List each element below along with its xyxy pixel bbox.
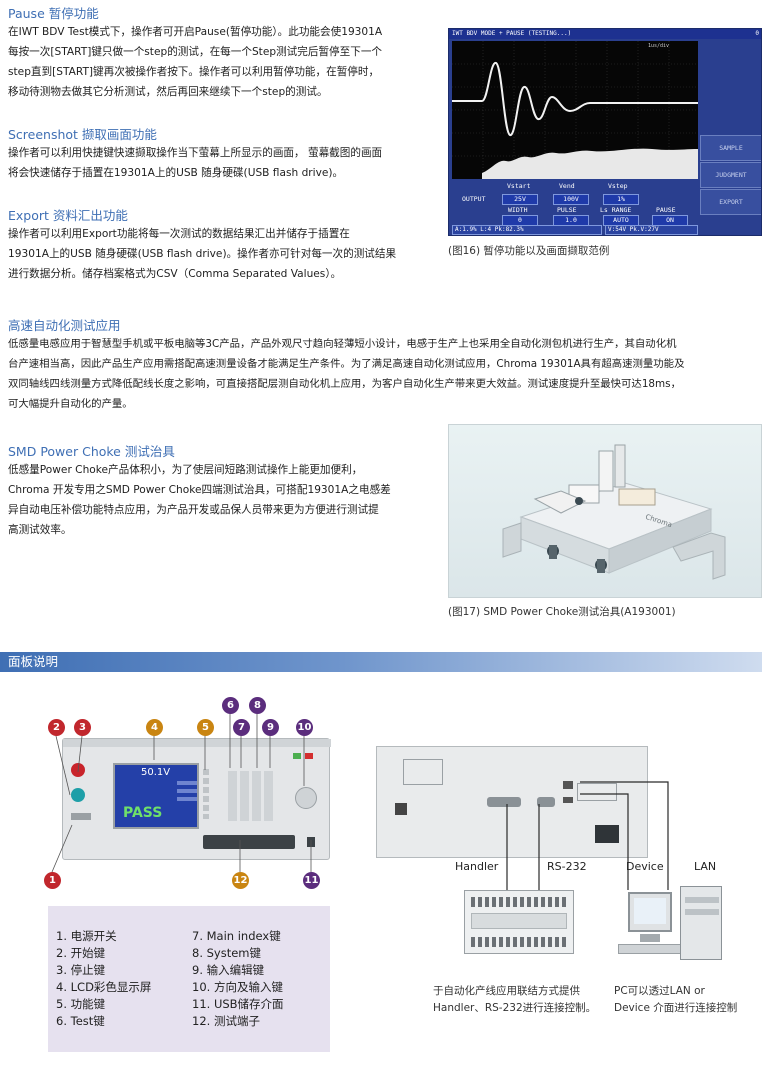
lan-port[interactable] [563, 781, 573, 789]
device-label: Device [626, 860, 664, 873]
lcd-display: 50.1V PASS [113, 763, 199, 829]
vstart-value[interactable]: 25V [502, 194, 538, 205]
start-button[interactable] [71, 788, 85, 802]
caption-right: PC可以透过LAN or Device 介面进行连接控制 [614, 985, 738, 1014]
automation-text: 低感量电感应用于智慧型手机或平板电脑等3C产品，产品外观尺寸趋向轻薄短小设计，电… [8, 338, 685, 410]
function-keys[interactable] [203, 769, 209, 819]
sample-button[interactable]: SAMPLE [700, 135, 761, 161]
leader-lines [51, 714, 312, 873]
status-left: A:1.9% L:4 Pk:82.3% [452, 225, 602, 235]
export-button[interactable]: EXPORT [700, 189, 761, 215]
marker-9: 9 [262, 719, 279, 736]
pc-monitor-image [628, 892, 672, 932]
pc-tower-image [680, 886, 722, 960]
front-panel-image: 50.1V PASS [62, 738, 331, 860]
rs232-port[interactable] [537, 797, 555, 807]
figure16-caption: (图16) 暂停功能以及画面撷取范例 [448, 245, 610, 257]
param-panel: Vstart Vend Vstep OUTPUT 25V 100V 1% WID… [452, 180, 698, 226]
vstep-value[interactable]: 1% [603, 194, 639, 205]
smd-fixture-image: Chroma [448, 424, 762, 598]
vend-value[interactable]: 100V [553, 194, 589, 205]
marker-1: 1 [44, 872, 61, 889]
marker-10: 10 [296, 719, 313, 736]
screenshot-title: Screenshot 撷取画面功能 [8, 127, 157, 142]
lan-label: LAN [694, 860, 717, 873]
pause-title: Pause 暂停功能 [8, 6, 99, 21]
marker-11: 11 [303, 872, 320, 889]
pc-keyboard [618, 944, 682, 954]
pause-text: 在IWT BDV Test模式下，操作者可开启Pause(暂停功能）。此功能会使… [8, 26, 383, 98]
direction-keys[interactable] [295, 787, 317, 809]
marker-12: 12 [232, 872, 249, 889]
power-switch[interactable] [71, 813, 91, 820]
device-port[interactable] [563, 797, 573, 803]
handler-label: Handler [455, 860, 499, 873]
power-inlet [595, 825, 619, 843]
marker-4: 4 [146, 719, 163, 736]
smd-text: 低感量Power Choke产品体积小，为了使层间短路测试操作上能更加便利， C… [8, 464, 391, 536]
export-title: Export 资料汇出功能 [8, 208, 128, 223]
marker-8: 8 [249, 697, 266, 714]
automation-title: 高速自动化测试应用 [8, 318, 121, 333]
marker-7: 7 [233, 719, 250, 736]
screenshot-text: 操作者可以利用快捷键快速撷取操作当下萤幕上所显示的画面， 萤幕截图的画面 将会快… [8, 147, 383, 179]
judgment-button[interactable]: JUDGMENT [700, 162, 761, 188]
marker-5: 5 [197, 719, 214, 736]
panel-legend: 1. 电源开关 2. 开始键 3. 停止键 4. LCD彩色显示屏 5. 功能键… [48, 906, 330, 1052]
smd-title: SMD Power Choke 测试治具 [8, 444, 175, 459]
keypad[interactable] [228, 771, 276, 821]
export-text: 操作者可以利用Export功能将每一次测试的数据结果汇出并储存于插置在 1930… [8, 228, 397, 280]
screen-titlebar: IWT BDV MODE + PAUSE (TESTING...) 0 [449, 29, 761, 39]
rs232-label: RS-232 [547, 860, 587, 873]
pc-stand [640, 934, 660, 942]
panel-section-header: 面板说明 [0, 652, 762, 672]
marker-2: 2 [48, 719, 65, 736]
marker-3: 3 [74, 719, 91, 736]
rear-panel-image [376, 746, 648, 858]
test-terminals[interactable] [203, 835, 295, 849]
connection-lines [506, 781, 669, 890]
handler-port[interactable] [487, 797, 521, 807]
figure17-caption: (图17) SMD Power Choke测试治具(A193001) [448, 606, 676, 618]
plc-device-image [464, 890, 574, 954]
status-right: V:54V Pk.V:27V [605, 225, 698, 235]
caption-left: 于自动化产线应用联结方式提供 Handler、RS-232进行连接控制。 [433, 985, 597, 1014]
pause-screen-figure: IWT BDV MODE + PAUSE (TESTING...) 0 1us/… [448, 28, 762, 236]
marker-6: 6 [222, 697, 239, 714]
waveform-display: 1us/div [452, 41, 698, 179]
